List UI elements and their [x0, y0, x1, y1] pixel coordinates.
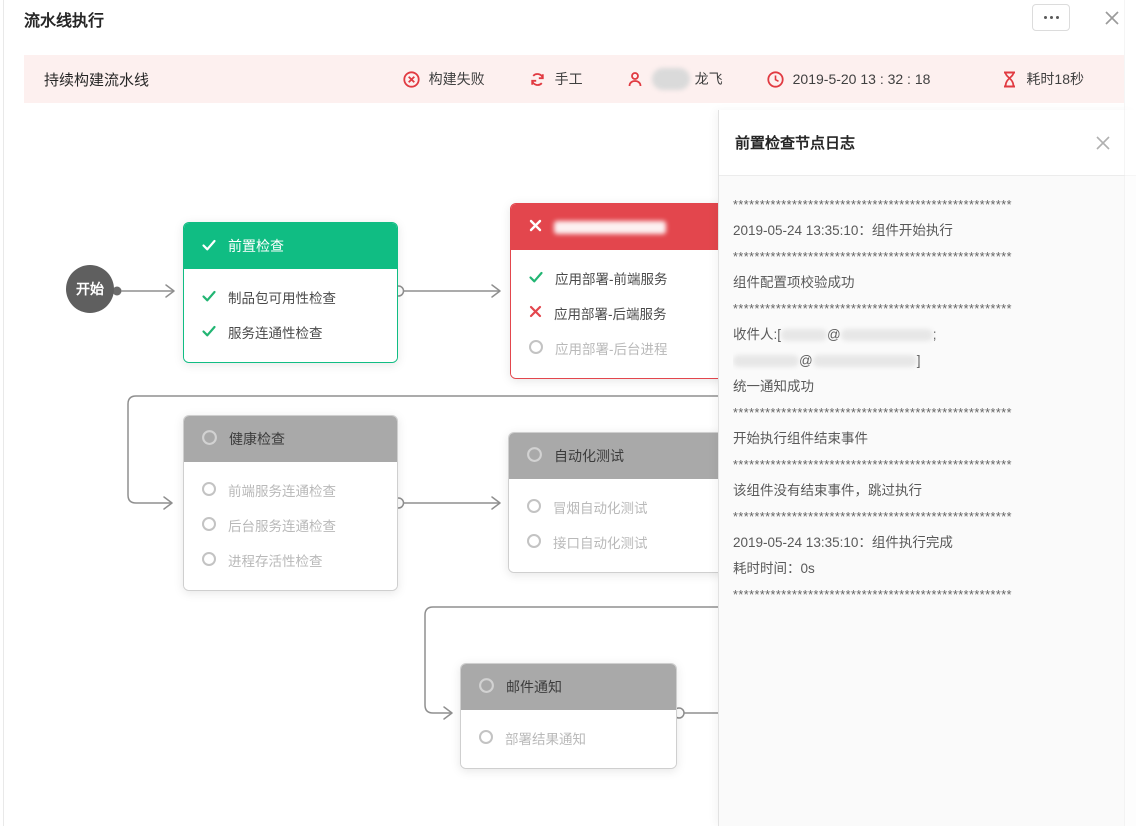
step-item: 服务连通性检查	[201, 320, 380, 344]
log-line-recipients-1: 收件人:[@;	[733, 327, 937, 342]
check-icon	[528, 269, 544, 288]
log-separator: ****************************************…	[733, 588, 1012, 602]
redacted-email	[812, 355, 917, 368]
node-mail[interactable]: 邮件通知 部署结果通知	[460, 663, 677, 769]
node-precheck-header: 前置检查	[184, 223, 397, 269]
node-deploy[interactable]: 应用部署-前端服务 应用部署-后端服务 应用部署-后台进程	[510, 203, 742, 379]
node-autotest-title: 自动化测试	[554, 448, 624, 464]
step-item: 应用部署-前端服务	[528, 266, 724, 290]
log-line: 耗时时间：0s	[733, 561, 815, 576]
log-separator: ****************************************…	[733, 198, 1012, 212]
more-button[interactable]	[1032, 4, 1070, 31]
step-item: 应用部署-后台进程	[528, 336, 724, 360]
node-precheck-title: 前置检查	[228, 238, 284, 254]
pending-circle-icon	[201, 481, 217, 500]
user-icon	[627, 71, 643, 88]
log-line: 组件配置项校验成功	[733, 275, 855, 290]
pending-circle-icon	[201, 429, 218, 449]
log-panel: 前置检查节点日志 *******************************…	[718, 110, 1136, 826]
trigger-mode-label: 手工	[554, 71, 583, 87]
cross-icon	[528, 304, 543, 322]
node-precheck[interactable]: 前置检查 制品包可用性检查 服务连通性检查	[183, 222, 398, 363]
build-time-label: 2019-5-20 13 : 32 : 18	[792, 71, 931, 87]
redacted-email	[781, 329, 828, 342]
node-mail-header: 邮件通知	[461, 664, 676, 710]
cross-icon	[528, 218, 543, 236]
redacted-email	[840, 329, 933, 342]
hourglass-icon	[1002, 71, 1017, 88]
node-mail-title: 邮件通知	[506, 679, 562, 695]
log-panel-title: 前置检查节点日志	[735, 135, 856, 152]
log-separator: ****************************************…	[733, 458, 1012, 472]
log-separator: ****************************************…	[733, 250, 1012, 264]
close-circle-icon	[403, 70, 420, 88]
scrollbar-track[interactable]	[1124, 0, 1136, 826]
log-line-recipients-2: @]	[733, 348, 1122, 374]
step-item: 冒烟自动化测试	[526, 495, 722, 519]
modal-left-edge	[3, 0, 4, 826]
log-line: 统一通知成功	[733, 379, 814, 394]
check-icon	[201, 288, 217, 307]
node-deploy-title-redacted	[554, 220, 666, 234]
log-content[interactable]: ****************************************…	[719, 176, 1136, 624]
step-item: 接口自动化测试	[526, 530, 722, 554]
log-separator: ****************************************…	[733, 302, 1012, 316]
build-status: 构建失败	[403, 69, 485, 89]
executor: 龙飞	[627, 68, 723, 90]
clock-icon	[767, 70, 784, 88]
trigger-mode: 手工	[529, 69, 583, 89]
check-icon	[201, 237, 217, 256]
log-panel-header: 前置检查节点日志	[719, 110, 1136, 176]
build-status-bar: 持续构建流水线 构建失败 手工 龙飞 2019-5-20 13 : 32 : 1…	[24, 55, 1124, 103]
page-title: 流水线执行	[24, 13, 105, 30]
close-icon[interactable]	[1101, 7, 1123, 29]
step-item: 进程存活性检查	[201, 548, 380, 572]
log-line: 该组件没有结束事件，跳过执行	[733, 483, 922, 498]
node-health[interactable]: 健康检查 前端服务连通检查 后台服务连通检查 进程存活性检查	[183, 415, 398, 591]
pending-circle-icon	[478, 677, 495, 697]
node-health-title: 健康检查	[229, 431, 285, 447]
pipeline-name: 持续构建流水线	[44, 71, 150, 89]
log-separator: ****************************************…	[733, 510, 1012, 524]
pending-circle-icon	[201, 551, 217, 570]
executor-redacted	[651, 68, 690, 90]
log-line: 开始执行组件结束事件	[733, 431, 868, 446]
node-autotest[interactable]: 自动化测试 冒烟自动化测试 接口自动化测试	[508, 432, 740, 573]
build-duration: 耗时18秒	[1002, 69, 1084, 89]
log-line: 2019-05-24 13:35:10：组件开始执行	[733, 223, 953, 238]
node-autotest-header: 自动化测试	[509, 433, 739, 479]
build-duration-label: 耗时18秒	[1026, 71, 1084, 87]
log-line: 2019-05-24 13:35:10：组件执行完成	[733, 535, 953, 550]
pending-circle-icon	[526, 498, 542, 517]
page-header: 流水线执行	[0, 0, 1136, 44]
executor-label: 龙飞	[694, 71, 723, 87]
build-status-label: 构建失败	[428, 71, 485, 87]
pending-circle-icon	[528, 339, 544, 358]
pending-circle-icon	[526, 533, 542, 552]
step-item: 前端服务连通检查	[201, 478, 380, 502]
log-close-icon[interactable]	[1092, 132, 1114, 154]
pending-circle-icon	[526, 446, 543, 466]
start-node: 开始	[66, 265, 114, 313]
pending-circle-icon	[201, 516, 217, 535]
check-icon	[201, 323, 217, 342]
step-item: 应用部署-后端服务	[528, 301, 724, 325]
node-deploy-header	[511, 204, 741, 250]
refresh-icon	[529, 71, 546, 88]
step-item: 后台服务连通检查	[201, 513, 380, 537]
step-item: 部署结果通知	[478, 726, 659, 750]
pending-circle-icon	[478, 729, 494, 748]
node-health-header: 健康检查	[184, 416, 397, 462]
redacted-email	[733, 355, 799, 368]
build-time: 2019-5-20 13 : 32 : 18	[767, 70, 931, 88]
log-separator: ****************************************…	[733, 406, 1012, 420]
step-item: 制品包可用性检查	[201, 285, 380, 309]
